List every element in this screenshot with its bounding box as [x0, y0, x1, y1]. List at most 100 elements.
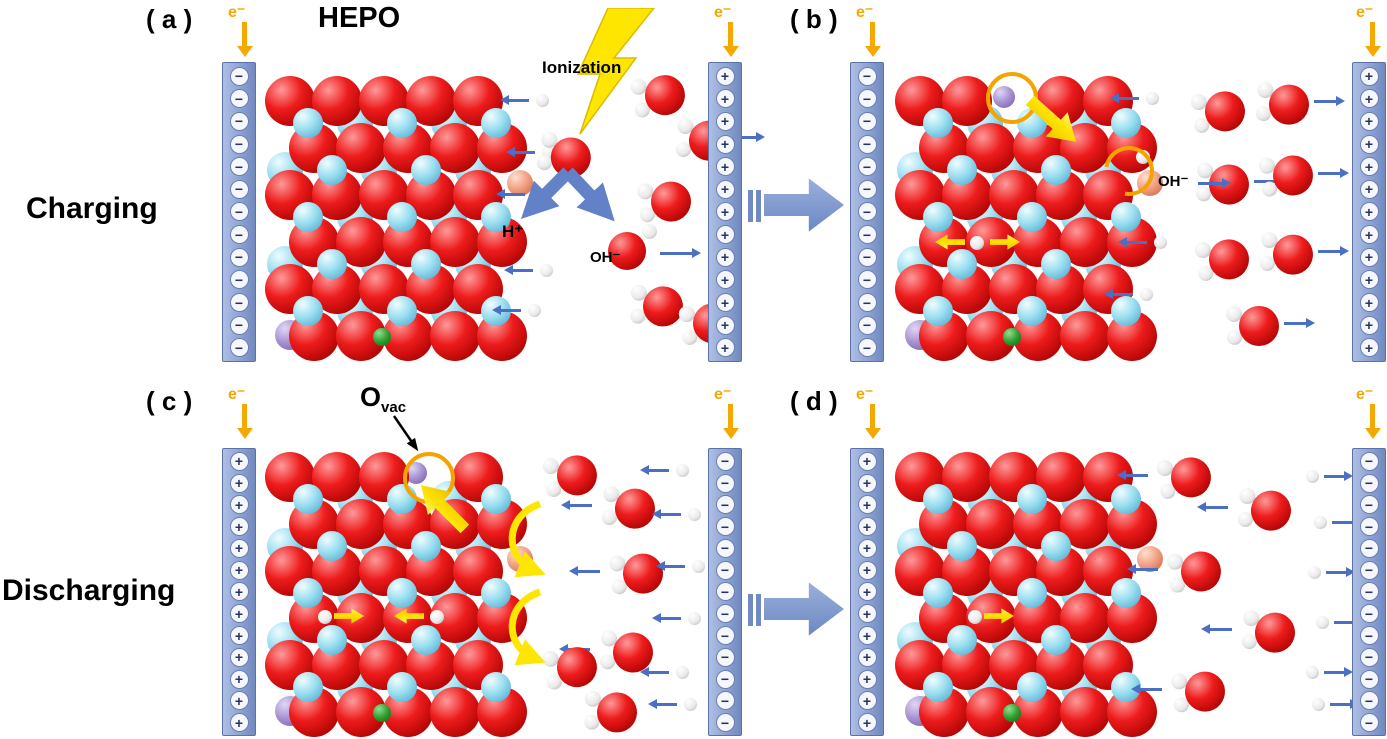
electrode-charge-symbol: − — [715, 517, 735, 537]
ion-arrow — [1131, 684, 1162, 694]
b-site-atom — [481, 578, 511, 608]
electrode-charge-symbol: + — [715, 134, 735, 154]
b-site-atom — [923, 672, 953, 702]
oxygen-atom — [1206, 237, 1251, 282]
electrode-charge-symbol: − — [1359, 538, 1379, 558]
b-site-atom — [947, 531, 977, 561]
electrode-charge-symbol: − — [229, 89, 249, 109]
oxygen-vacancy-ring — [986, 72, 1038, 124]
electrode-charge-symbol: + — [229, 538, 249, 558]
water-molecule — [1258, 152, 1316, 201]
electrode-charge-symbol: + — [229, 473, 249, 493]
water-molecule — [542, 451, 600, 500]
ion-arrow — [1314, 96, 1345, 106]
b-site-atom — [923, 202, 953, 232]
dopant-atom-green — [373, 328, 391, 346]
panel-transition-arrow — [764, 582, 844, 636]
ion-arrow — [652, 613, 681, 623]
water-molecule — [600, 483, 658, 532]
hydrogen-atom — [684, 698, 697, 711]
electrode-charge-symbol: + — [857, 626, 877, 646]
b-site-atom — [947, 625, 977, 655]
electrode-charge-symbol: − — [715, 713, 735, 733]
oxygen-atom — [1248, 488, 1293, 533]
electron-flow-arrow — [723, 404, 739, 439]
dopant-atom-green — [1003, 704, 1021, 722]
hydrogen-atom — [968, 610, 982, 624]
water-molecule — [1156, 453, 1214, 502]
electrode-charge-symbol: − — [715, 669, 735, 689]
electrode-charge-symbol: + — [715, 270, 735, 290]
electrode-a-right: +++++++++++++ — [708, 62, 742, 362]
electrode-charge-symbol: − — [857, 225, 877, 245]
electron-flow-arrow — [1365, 404, 1381, 439]
hydrogen-atom — [540, 264, 553, 277]
water-molecule — [1194, 235, 1252, 284]
electrode-charge-symbol: + — [1359, 179, 1379, 199]
electrode-charge-symbol: + — [229, 604, 249, 624]
electron-flow-arrow — [865, 404, 881, 439]
electrode-charge-symbol: − — [715, 582, 735, 602]
electrode-charge-symbol: − — [715, 473, 735, 493]
b-site-atom — [923, 108, 953, 138]
b-site-atom — [1111, 296, 1141, 326]
electron-flow-arrow — [865, 22, 881, 57]
b-site-atom — [1041, 531, 1071, 561]
electron-label: e⁻ — [714, 4, 732, 21]
b-site-atom — [387, 296, 417, 326]
hydrogen-atom — [1226, 306, 1242, 322]
b-site-atom — [1017, 672, 1047, 702]
hydrogen-atom — [676, 464, 689, 477]
b-site-atom — [317, 155, 347, 185]
electrode-charge-symbol: + — [857, 647, 877, 667]
hydrogen-atom — [970, 236, 984, 250]
b-site-atom — [947, 155, 977, 185]
b-site-atom — [293, 578, 323, 608]
electrode-charge-symbol: − — [1359, 582, 1379, 602]
b-site-atom — [411, 625, 441, 655]
hydrogen-atom — [528, 304, 541, 317]
ion-arrow — [1332, 517, 1361, 527]
oxygen-atom — [1271, 153, 1315, 198]
electrode-charge-symbol: + — [715, 247, 735, 267]
hydrogen-atom — [430, 610, 444, 624]
b-site-atom — [317, 625, 347, 655]
electrode-charge-symbol: + — [1359, 247, 1379, 267]
b-site-atom — [387, 202, 417, 232]
b-site-atom — [1111, 202, 1141, 232]
dopant-atom-salmon — [1137, 170, 1163, 196]
charging-row-label: Charging — [26, 192, 158, 225]
electrode-charge-symbol: − — [715, 560, 735, 580]
water-molecule — [1170, 668, 1228, 716]
electrode-b-right: +++++++++++++ — [1352, 62, 1386, 362]
oxygen-atom — [621, 552, 665, 595]
b-site-atom — [923, 578, 953, 608]
electrode-charge-symbol: + — [229, 691, 249, 711]
ion-arrow — [1324, 471, 1353, 481]
electron-label: e⁻ — [1356, 386, 1374, 403]
ionization-split-arrow — [520, 167, 615, 222]
electrode-charge-symbol: − — [1359, 517, 1379, 537]
ion-arrow — [492, 305, 521, 315]
ion-arrow — [640, 667, 669, 677]
electrode-charge-symbol: + — [715, 111, 735, 131]
electrode-charge-symbol: + — [229, 560, 249, 580]
hydrogen-atom — [318, 610, 332, 624]
ion-arrow — [648, 699, 677, 709]
electrode-charge-symbol: + — [1359, 134, 1379, 154]
dopant-atom-green — [1003, 328, 1021, 346]
electrode-d-right: −−−−−−−−−−−−− — [1352, 448, 1386, 736]
h-plus-label: H⁺ — [502, 222, 524, 241]
b-site-atom — [481, 484, 511, 514]
b-site-atom — [1111, 578, 1141, 608]
b-site-atom — [1017, 202, 1047, 232]
water-molecule — [1226, 304, 1280, 348]
electrode-a-left: −−−−−−−−−−−−− — [222, 62, 256, 362]
electrode-charge-symbol: + — [715, 225, 735, 245]
electrode-charge-symbol: − — [1359, 604, 1379, 624]
recombination-arrow — [508, 500, 546, 578]
electrode-charge-symbol: − — [1359, 560, 1379, 580]
electrode-charge-symbol: − — [857, 89, 877, 109]
electrode-charge-symbol: − — [715, 495, 735, 515]
ion-arrow — [1326, 567, 1355, 577]
